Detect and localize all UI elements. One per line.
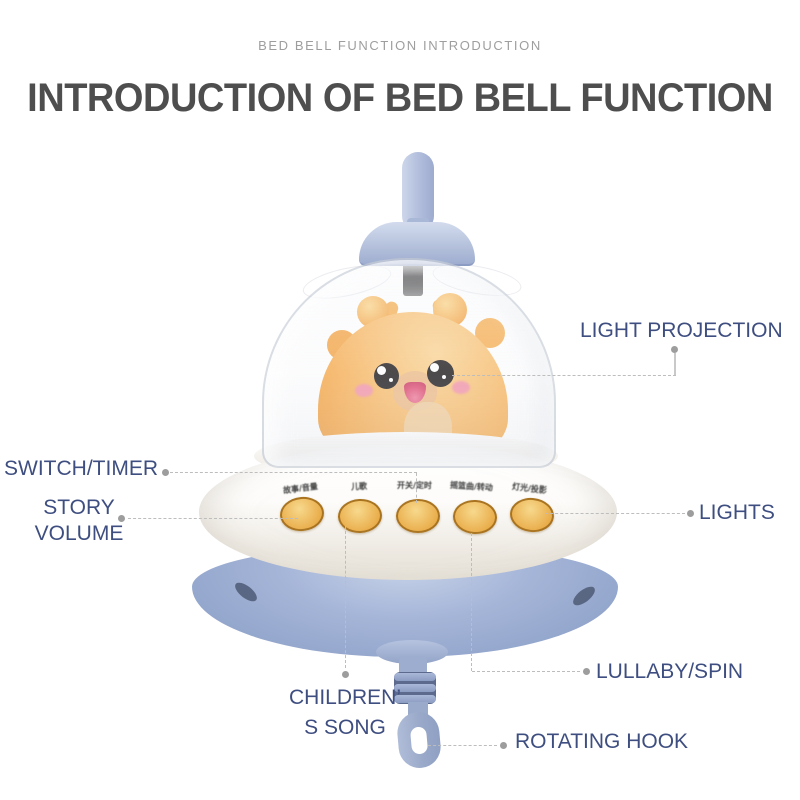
label-lullaby-spin: LULLABY/SPIN — [596, 660, 744, 683]
leader-dot — [162, 469, 169, 476]
button-print-label: 开关/定时 — [397, 481, 432, 490]
leader-dot — [118, 515, 125, 522]
leader-line — [471, 528, 472, 671]
switch-timer-button — [396, 499, 440, 533]
rib — [394, 684, 436, 692]
leader-dot — [687, 510, 694, 517]
bottom-stem — [399, 656, 427, 676]
label-switch-timer: SWITCH/TIMER — [4, 457, 158, 480]
leader-dot — [583, 668, 590, 675]
leader-line — [428, 745, 497, 746]
leader-dot — [500, 742, 507, 749]
label-lights: LIGHTS — [699, 501, 775, 524]
bottom-ribbed-joint — [394, 672, 436, 704]
leader-line — [345, 526, 346, 668]
leader-line — [452, 375, 676, 376]
label-light-projection: LIGHT PROJECTION — [580, 319, 783, 342]
eyebrow-text: BED BELL FUNCTION INTRODUCTION — [258, 38, 542, 53]
button-print-label: 儿歌 — [350, 481, 368, 492]
leader-line — [545, 513, 685, 514]
label-rotating-hook: ROTATING HOOK — [515, 730, 689, 753]
leader-line — [170, 472, 417, 473]
leader-line — [416, 473, 417, 503]
leader-line — [472, 671, 580, 672]
rib — [394, 673, 436, 681]
rib — [394, 695, 436, 703]
leader-line — [128, 518, 298, 519]
leader-dot — [671, 346, 678, 353]
page-title: INTRODUCTION OF BED BELL FUNCTION — [27, 76, 773, 120]
leader-dot — [342, 671, 349, 678]
label-story-volume: STORY VOLUME — [34, 496, 124, 545]
label-childrens-song: CHILDREN’ S SONG — [288, 686, 401, 739]
leader-line — [674, 353, 676, 375]
